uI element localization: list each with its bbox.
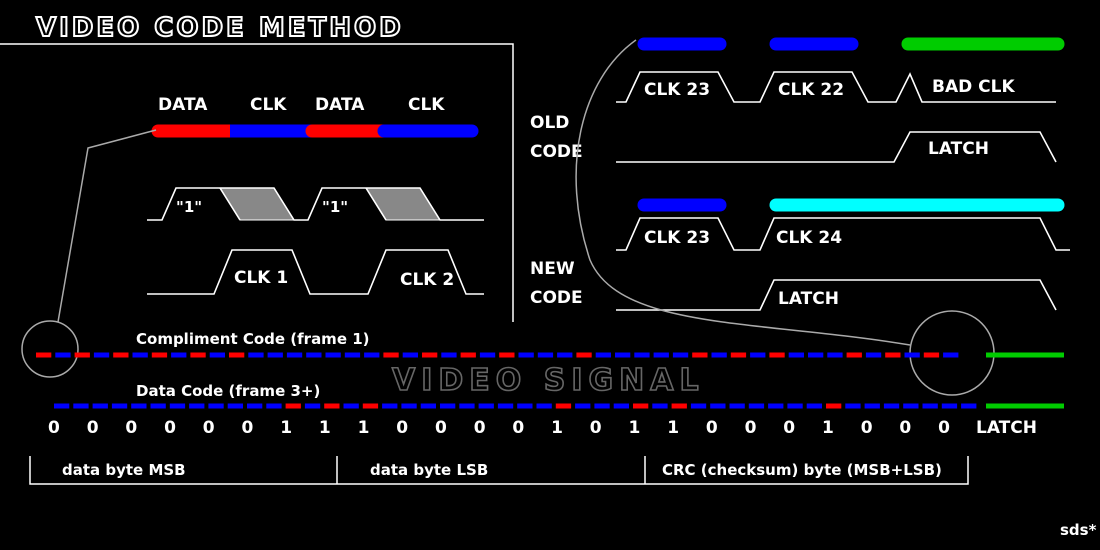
bit-value: 1 (822, 418, 834, 438)
clk-2-label: CLK 2 (400, 270, 454, 290)
old-code-label-2: CODE (530, 142, 583, 162)
data-waveform (147, 187, 484, 221)
shade-2 (365, 187, 441, 221)
new-code-label-1: NEW (530, 259, 575, 279)
old-latch-label: LATCH (928, 139, 989, 159)
bit-value: 0 (706, 418, 718, 438)
clk-1-label: CLK 1 (234, 268, 288, 288)
bit-value: 0 (512, 418, 524, 438)
old-bad-label: BAD CLK (932, 77, 1015, 97)
old-latch-waveform (616, 131, 1057, 163)
new-clk-b-label: CLK 24 (776, 228, 842, 248)
clk-waveform (147, 249, 484, 295)
group-crc-label: CRC (checksum) byte (MSB+LSB) (662, 461, 942, 479)
bit-value: 0 (861, 418, 873, 438)
data-wave-line (147, 187, 484, 221)
top-label-clk-2: CLK (408, 95, 445, 115)
compliment-code-label: Compliment Code (frame 1) (136, 330, 370, 348)
new-latch-waveform (616, 279, 1057, 311)
bit-value: 0 (938, 418, 950, 438)
bit-value: 0 (203, 418, 215, 438)
bit-value: 0 (783, 418, 795, 438)
new-code-label-2: CODE (530, 288, 583, 308)
new-latch-label: LATCH (778, 289, 839, 309)
bit-value: 0 (474, 418, 486, 438)
data-code-label: Data Code (frame 3+) (136, 382, 320, 400)
magnifier-circle-left (21, 320, 79, 378)
old-clk-b-label: CLK 22 (778, 80, 844, 100)
magnifier-leader-left (57, 129, 157, 323)
shade-1 (219, 187, 295, 221)
bit-value: 0 (435, 418, 447, 438)
group-msb-label: data byte MSB (62, 461, 186, 479)
bit-values: 0 0 0 0 0 0 1 1 1 0 0 0 0 1 0 1 1 0 0 0 1 0 0 0 (48, 418, 950, 438)
bit-value: 0 (242, 418, 254, 438)
bit-value: 1 (280, 418, 292, 438)
top-label-data-1: DATA (158, 95, 208, 115)
bit-value: 1 (629, 418, 641, 438)
old-clk-waveform (616, 71, 1056, 103)
new-clk-waveform (616, 217, 1070, 251)
top-label-clk-1: CLK (250, 95, 287, 115)
diagram-title: VIDEO CODE METHOD (36, 13, 404, 43)
bit-value: 0 (87, 418, 99, 438)
bit-value: 1 (551, 418, 563, 438)
group-lsb-label: data byte LSB (370, 461, 488, 479)
bit-value: 0 (899, 418, 911, 438)
old-code-label-1: OLD (530, 113, 569, 133)
bit-value: 1 (319, 418, 331, 438)
bit-label-2: "1" (322, 198, 348, 216)
bit-value: 0 (164, 418, 176, 438)
bit-value: 0 (745, 418, 757, 438)
video-signal-label: VIDEO SIGNAL (392, 363, 705, 398)
bit-value: 0 (48, 418, 60, 438)
bit-value: 1 (667, 418, 679, 438)
bit-value: 0 (125, 418, 137, 438)
signature: sds* (1060, 521, 1097, 539)
bit-value: 0 (590, 418, 602, 438)
group-brackets (29, 456, 969, 485)
bit-value: 0 (396, 418, 408, 438)
latch-bit-label: LATCH (976, 418, 1037, 438)
top-label-data-2: DATA (315, 95, 365, 115)
data-wave-edges (219, 187, 387, 221)
new-clk-a-label: CLK 23 (644, 228, 710, 248)
bit-value: 1 (358, 418, 370, 438)
bit-label-1: "1" (176, 198, 202, 216)
magnifier-leader-right (575, 39, 911, 346)
title-frame (0, 43, 514, 322)
old-clk-a-label: CLK 23 (644, 80, 710, 100)
